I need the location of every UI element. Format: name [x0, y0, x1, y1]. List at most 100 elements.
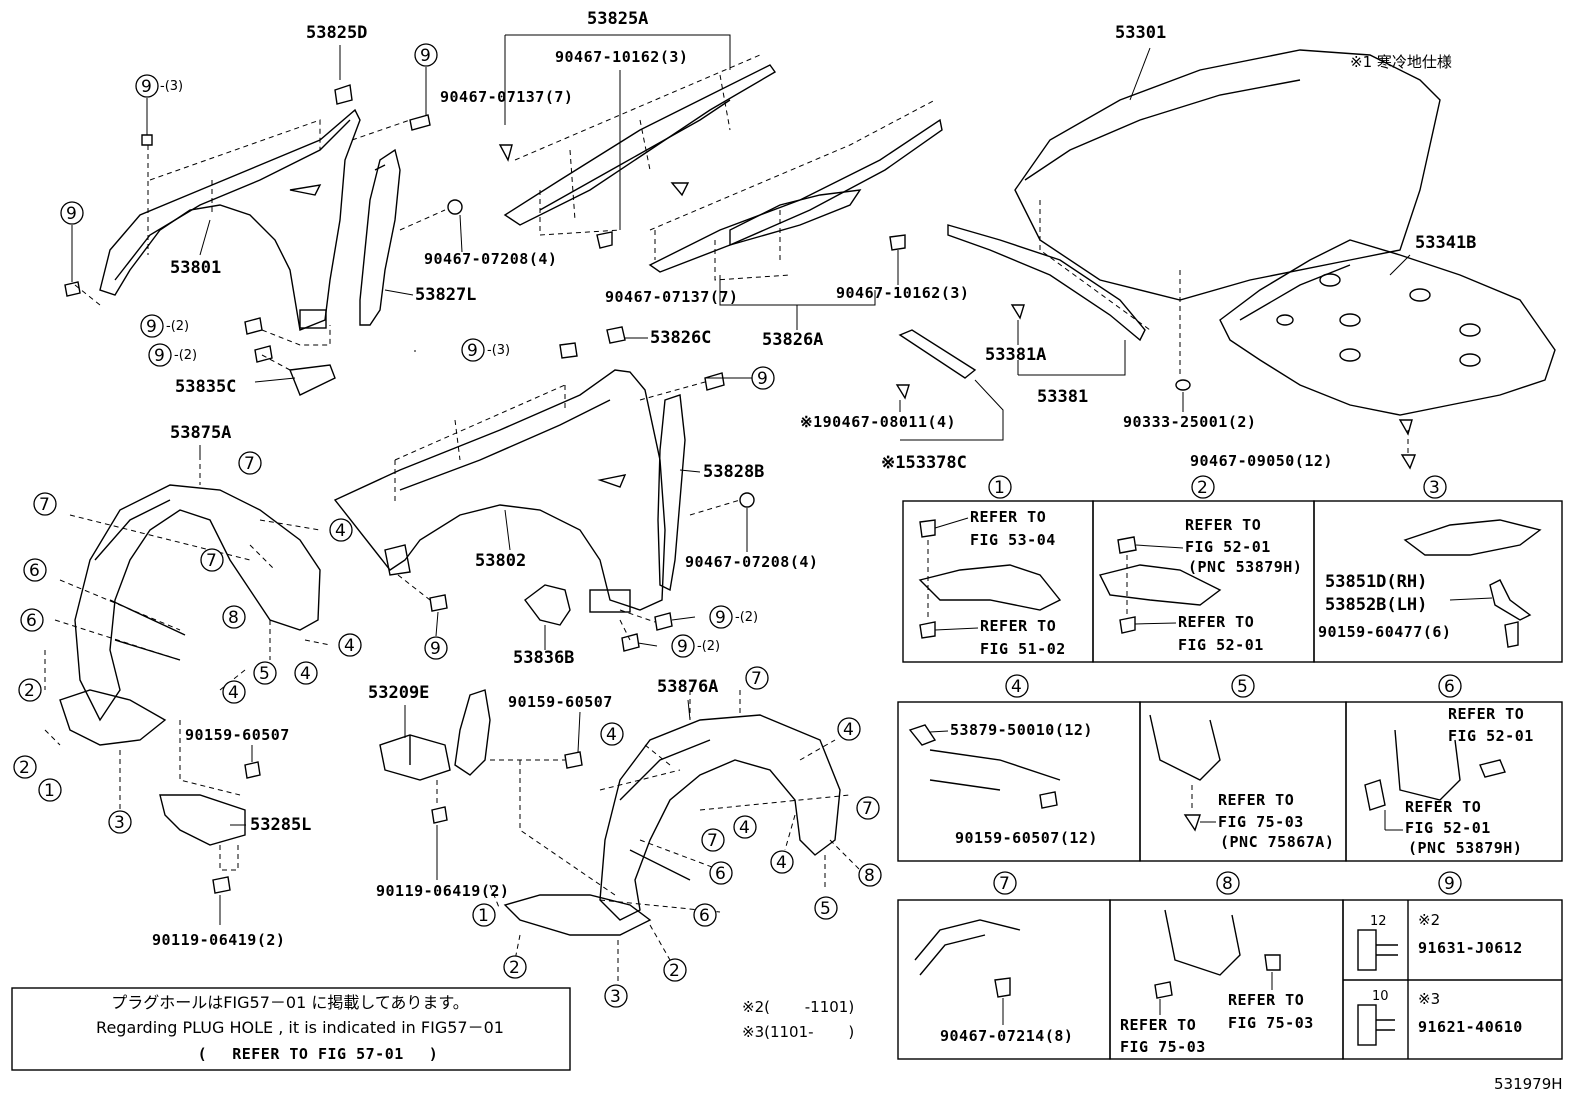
callout-9: 9: [66, 204, 77, 224]
label-53378C: ※153378C: [881, 453, 967, 473]
label-53827L: 53827L: [415, 285, 476, 305]
insulator-53341B-drawing: [1219, 239, 1556, 470]
label-53836B: 53836B: [513, 648, 574, 668]
box8-line: REFER TO: [1120, 1016, 1196, 1034]
label-53826A: 53826A: [762, 330, 823, 350]
callout-8: 8: [228, 608, 239, 628]
plug-note-en: Regarding PLUG HOLE , it is indicated in…: [96, 1018, 504, 1037]
footnote-2: ※2( -1101): [742, 998, 854, 1016]
box1-line: FIG 53-04: [970, 531, 1056, 549]
label-fastener-10: 90119-06419(2): [152, 931, 285, 949]
box-callout-4: 4: [1011, 677, 1022, 697]
qty-label: -(2): [735, 610, 758, 625]
box8-line: FIG 75-03: [1120, 1038, 1206, 1056]
label-53825A: 53825A: [587, 9, 648, 29]
callout-9: 9: [757, 369, 768, 389]
box2-line: REFER TO: [1178, 613, 1254, 631]
callout-2: 2: [19, 758, 30, 778]
plug-note-ref: ( REFER TO FIG 57-01 ): [198, 1045, 439, 1063]
box9-line: 12: [1370, 914, 1387, 929]
label-fastener-2: 90467-07137(7): [440, 88, 573, 106]
box6-line: REFER TO: [1448, 705, 1524, 723]
label-53801: 53801: [170, 258, 221, 278]
box8-line: FIG 75-03: [1228, 1014, 1314, 1032]
callout-9: 9: [715, 608, 726, 628]
detail-box-text: REFER TO FIG 53-04 REFER TO FIG 51-02 RE…: [929, 508, 1534, 1056]
label-53341B: 53341B: [1415, 233, 1476, 253]
label-53301: 53301: [1115, 23, 1166, 43]
hood-53301-drawing: [1014, 47, 1441, 391]
box2-line: FIG 52-01: [1178, 636, 1264, 654]
notes: ※2( -1101) ※3(1101- ) プラグホールはFIG57－01 に掲…: [96, 993, 1562, 1093]
part-53378C-drawing: [895, 329, 1004, 441]
fender-53801-drawing: [64, 84, 463, 396]
label-fastener-8: 90159-60507: [508, 693, 613, 711]
seal-53825A-drawing: [498, 34, 777, 249]
label-53876A: 53876A: [657, 677, 718, 697]
callout-4: 4: [344, 636, 355, 656]
label-fastener-4: 90467-07137(7): [605, 288, 738, 306]
callout-2: 2: [509, 958, 520, 978]
label-53828B: 53828B: [703, 462, 764, 482]
callout-5: 5: [259, 664, 270, 684]
callouts: 9 -(3) 9 9 9 -(2) 9 -(2) 9 -(3) 9 9 9 -(…: [13, 43, 1462, 1008]
callout-4: 4: [228, 683, 239, 703]
box8-line: REFER TO: [1228, 991, 1304, 1009]
callout-7: 7: [707, 831, 718, 851]
callout-4: 4: [739, 818, 750, 838]
label-fastener-5: 90467-10162(3): [836, 284, 969, 302]
box2-line: (PNC 53879H): [1188, 558, 1302, 576]
label-53835C: 53835C: [175, 377, 236, 397]
footnote-3: ※3(1101- ): [742, 1023, 854, 1041]
liner-53876A-drawing: [489, 690, 861, 985]
callout-2: 2: [24, 681, 35, 701]
qty-label: -(2): [174, 348, 197, 363]
box5-line: FIG 75-03: [1218, 813, 1304, 831]
callout-9: 9: [141, 77, 152, 97]
callout-9: 9: [154, 346, 165, 366]
callout-3: 3: [610, 987, 621, 1007]
label-53285L: 53285L: [250, 815, 311, 835]
callout-9: 9: [146, 317, 157, 337]
callout-6: 6: [715, 864, 726, 884]
box9-line: 91631-J0612: [1418, 939, 1523, 957]
qty-label: -(2): [697, 639, 720, 654]
callout-5: 5: [820, 899, 831, 919]
callout-9: 9: [430, 639, 441, 659]
callout-4: 4: [606, 725, 617, 745]
callout-6: 6: [29, 561, 40, 581]
box3-line: 53852B(LH): [1325, 595, 1427, 615]
label-fastener-9: 90119-06419(2): [376, 882, 509, 900]
label-53209E: 53209E: [368, 683, 429, 703]
callout-7: 7: [751, 669, 762, 689]
label-fastener-3: 90467-07208(4): [424, 250, 557, 268]
qty-label: -(3): [487, 343, 510, 358]
callout-6: 6: [26, 611, 37, 631]
label-53875A: 53875A: [170, 423, 231, 443]
box-callout-8: 8: [1222, 874, 1233, 894]
label-53802: 53802: [475, 551, 526, 571]
detail-boxes: [897, 500, 1563, 1060]
fender-53802-drawing: [333, 326, 755, 652]
callout-9: 9: [677, 637, 688, 657]
label-fastener-6: 90467-07208(4): [685, 553, 818, 571]
label-fastener-13: 90467-09050(12): [1190, 452, 1333, 470]
callout-7: 7: [39, 495, 50, 515]
callout-9: 9: [420, 46, 431, 66]
box6-line: FIG 52-01: [1405, 819, 1491, 837]
callout-4: 4: [776, 853, 787, 873]
qty-label: -(3): [160, 79, 183, 94]
box6-line: FIG 52-01: [1448, 727, 1534, 745]
callout-4: 4: [335, 521, 346, 541]
label-fastener-7: 90159-60507: [185, 726, 290, 744]
box1-line: FIG 51-02: [980, 640, 1066, 658]
seal-53826A-drawing: [648, 99, 943, 330]
box-callout-2: 2: [1197, 478, 1208, 498]
box6-line: (PNC 53879H): [1408, 839, 1522, 857]
box-callout-5: 5: [1237, 677, 1248, 697]
box-callout-6: 6: [1444, 677, 1455, 697]
label-53381A: 53381A: [985, 345, 1046, 365]
label-53381: 53381: [1037, 387, 1088, 407]
